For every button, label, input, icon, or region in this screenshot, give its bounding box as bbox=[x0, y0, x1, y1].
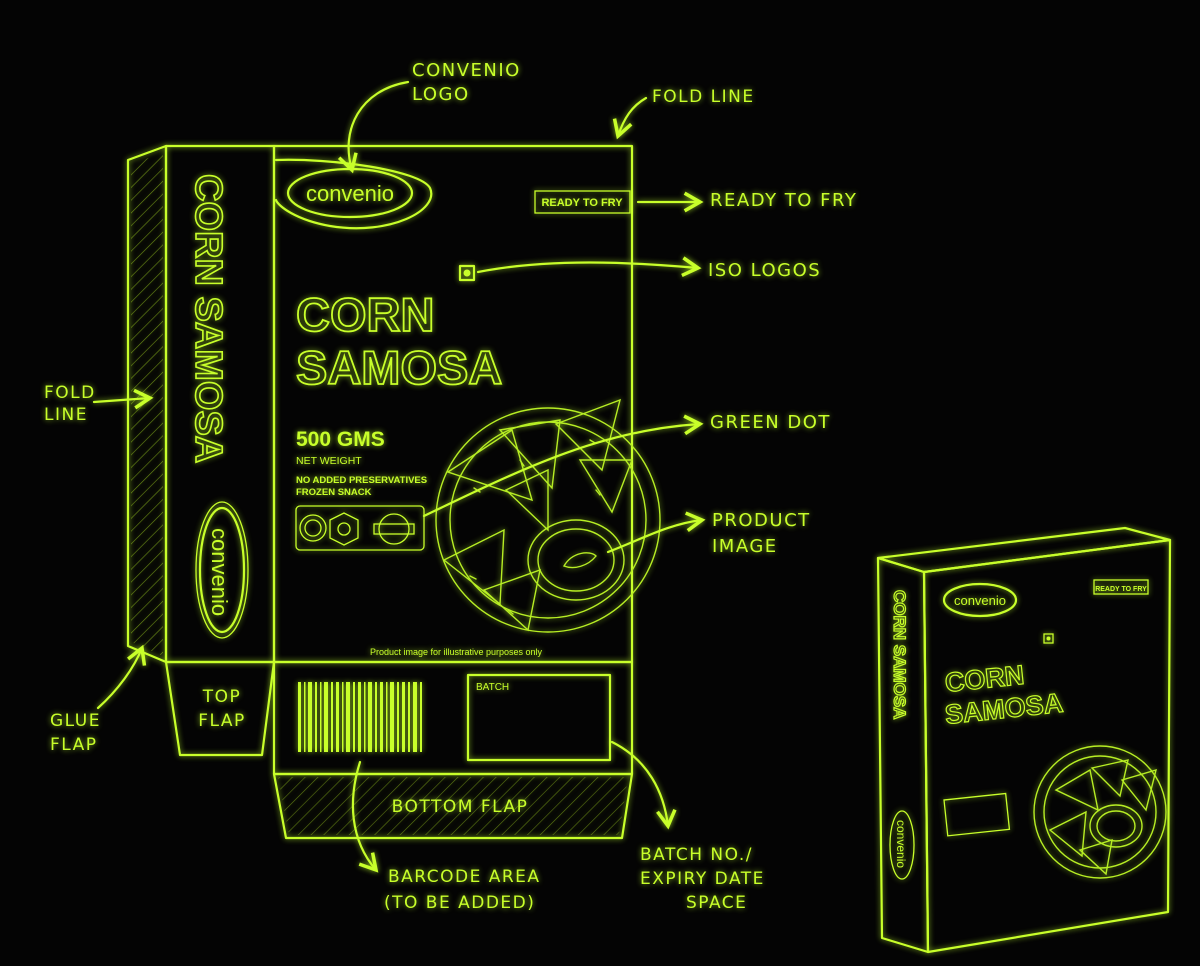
annotation-batch-2: EXPIRY DATE bbox=[640, 869, 765, 889]
green-dot-mark bbox=[458, 264, 476, 282]
product-image-sketch bbox=[435, 398, 661, 633]
side-brand-logo: convenio bbox=[207, 528, 232, 616]
box-front-face bbox=[922, 538, 1172, 954]
claim-preservatives: NO ADDED PRESERVATIVES bbox=[296, 475, 427, 486]
top-flap-panel bbox=[164, 660, 276, 757]
annotation-logo-2: LOGO bbox=[412, 84, 470, 105]
iso-logos-box bbox=[295, 505, 425, 551]
product-name-line-2: SAMOSA bbox=[296, 341, 502, 394]
annotation-batch-1: BATCH NO./ bbox=[640, 845, 753, 865]
annotation-barcode-2: (TO BE ADDED) bbox=[384, 893, 535, 913]
front-panel bbox=[272, 144, 634, 664]
claim-frozen: FROZEN SNACK bbox=[296, 487, 372, 498]
net-weight-value: 500 GMS bbox=[296, 428, 385, 451]
mockup-logo-oval bbox=[942, 582, 1018, 618]
iso-logos bbox=[299, 512, 415, 546]
annotation-logo-1: CONVENIO bbox=[412, 60, 521, 81]
mockup-side-product-name: CORN SAMOSA bbox=[890, 590, 909, 719]
box-top-face bbox=[876, 526, 1172, 574]
mockup-ready-to-fry: READY TO FRY bbox=[1095, 586, 1147, 593]
ready-to-fry-badge bbox=[534, 190, 631, 214]
glue-flap-hatch bbox=[131, 152, 163, 656]
side-panel-content: CORN SAMOSA convenio bbox=[186, 173, 249, 639]
annotation-barcode-1: BARCODE AREA bbox=[388, 867, 541, 887]
barcode bbox=[298, 682, 422, 752]
batch-label: BATCH bbox=[476, 682, 509, 693]
lower-panel-content: BATCH bbox=[298, 673, 612, 762]
annotation-product-image-1: PRODUCT bbox=[712, 510, 811, 531]
mockup-brand: convenio bbox=[954, 593, 1006, 608]
brand-logo: convenio bbox=[306, 181, 394, 206]
annotation-green-dot: GREEN DOT bbox=[710, 412, 831, 433]
front-panel-content: convenio READY TO FRY CORN SAMOSA 500 GM… bbox=[274, 158, 661, 657]
annotation-glue-flap-2: FLAP bbox=[50, 735, 98, 755]
disclaimer: Product image for illustrative purposes … bbox=[370, 647, 543, 657]
annotation-product-image-2: IMAGE bbox=[712, 536, 778, 557]
mockup-side-brand: convenio bbox=[894, 820, 908, 868]
annotations: CONVENIO LOGO FOLD LINE READY TO FRY ISO… bbox=[44, 60, 857, 913]
annotation-batch-3: SPACE bbox=[686, 893, 747, 913]
mockup-product-image bbox=[1033, 745, 1167, 879]
ready-to-fry-label: READY TO FRY bbox=[541, 197, 623, 209]
side-logo-oval bbox=[198, 506, 246, 634]
top-flap-label-1: TOP bbox=[202, 687, 242, 707]
annotation-fold-line-left-1: FOLD bbox=[44, 383, 96, 403]
box-mockup: CORN SAMOSA convenio convenio READY TO F… bbox=[876, 526, 1172, 954]
annotation-ready-to-fry: READY TO FRY bbox=[710, 190, 857, 211]
bottom-flap-label: BOTTOM FLAP bbox=[392, 797, 529, 817]
annotation-fold-line-left-2: LINE bbox=[44, 405, 88, 425]
annotation-iso-logos: ISO LOGOS bbox=[708, 260, 821, 281]
annotation-fold-line-top: FOLD LINE bbox=[652, 87, 755, 107]
side-product-name: CORN SAMOSA bbox=[187, 174, 229, 463]
net-weight-label: NET WEIGHT bbox=[296, 455, 362, 467]
annotation-glue-flap-1: GLUE bbox=[50, 711, 101, 731]
product-name-line-1: CORN bbox=[296, 288, 434, 341]
top-flap-label-2: FLAP bbox=[198, 711, 246, 731]
batch-box bbox=[466, 673, 612, 762]
